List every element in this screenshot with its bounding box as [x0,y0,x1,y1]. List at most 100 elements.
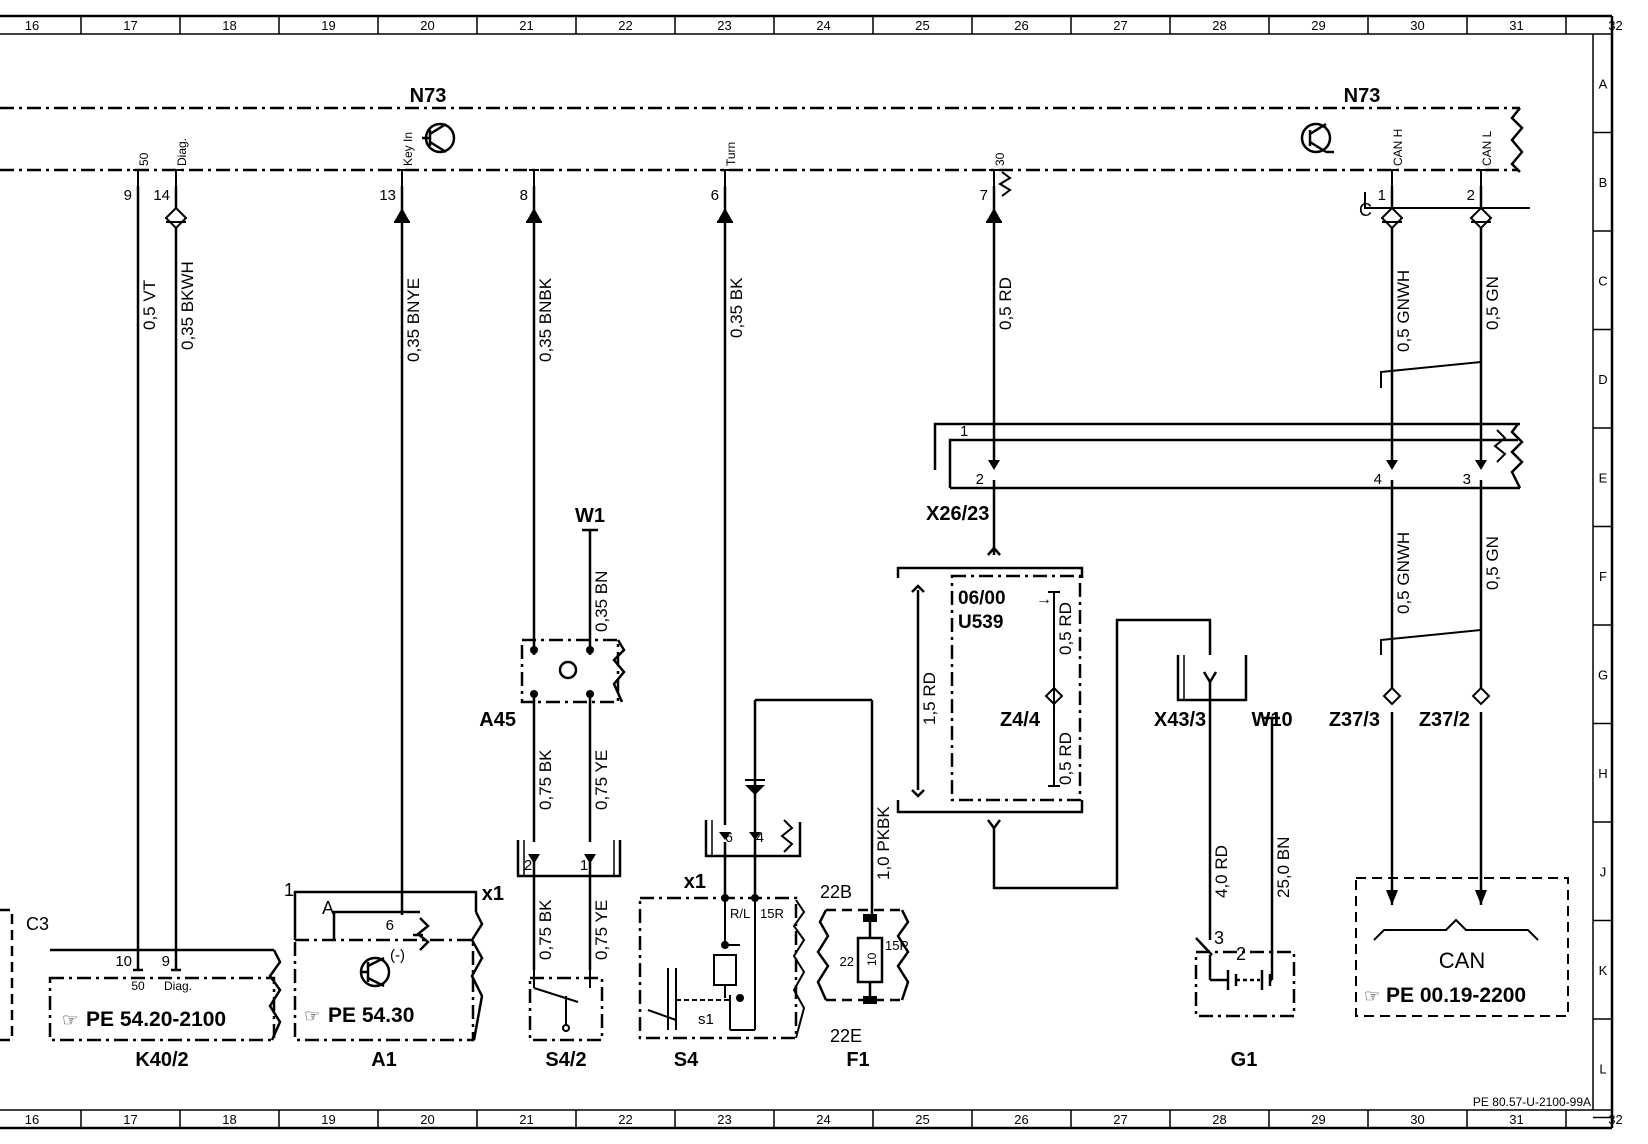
wire-label: 4,0 RD [1212,845,1231,898]
grid-column-label: 30 [1410,1112,1424,1127]
pointer-icon: ☞ [62,1010,78,1030]
pin-name: Turn [724,142,738,166]
can-box-title: CAN [1439,948,1485,973]
grid-column-label: 16 [25,1112,39,1127]
f1-label: F1 [846,1049,869,1071]
wire-label: 0,75 BK [536,899,555,960]
pin-number: 9 [124,187,132,204]
u539-date: 06/00 [958,588,1006,609]
break-symbol-n73 [1510,107,1524,173]
grid-column-label: 22 [618,18,632,33]
wire-label: 1,0 PKBK [874,806,893,880]
grid-column-label: 32 [1608,1112,1622,1127]
f1-left-label: 22 [840,954,854,969]
pointer-icon: ☞ [1364,986,1380,1006]
wire-label: 0,75 YE [592,900,611,960]
grid-column-label: 32 [1608,18,1622,33]
f1-top-label: 22B [820,882,852,902]
a1-minus: (-) [390,947,405,964]
wire-label: 0,75 BK [536,749,555,810]
x1-pin: 2 [524,857,532,874]
grid-row-label: A [1599,76,1608,91]
pointer-icon: ☞ [304,1006,320,1026]
wire-label: 0,35 BKWH [178,261,197,350]
wire-label: 1,5 RD [920,672,939,725]
u539-code: U539 [958,612,1003,633]
x1-pin: 1 [580,857,588,874]
u539-arrow: → [1036,591,1052,608]
grid-column-label: 23 [717,18,731,33]
k40-pin: 9 [162,953,170,970]
f1-right-label: 15R [885,938,909,953]
grid-column-label: 25 [915,1112,929,1127]
grid-column-label: 24 [816,1112,830,1127]
k40-pin: 10 [115,953,132,970]
a1-ref[interactable]: PE 54.30 [328,1004,414,1027]
a1-pin6: 6 [386,917,394,934]
grid-column-label: 16 [25,18,39,33]
can-box-ref[interactable]: PE 00.19-2200 [1386,984,1526,1007]
grid-column-label: 24 [816,18,830,33]
g1-label: G1 [1231,1049,1258,1071]
grid-row-label: L [1599,1061,1606,1076]
grid-column-label: 17 [123,18,137,33]
grid-column-label: 31 [1509,18,1523,33]
grid-row-label: F [1599,569,1607,584]
pin-name: Key In [401,132,415,166]
grid-column-label: 23 [717,1112,731,1127]
wire-label: 0,5 GN [1483,276,1502,330]
w1-label: W1 [575,505,605,527]
x43-label: X43/3 [1154,709,1206,731]
a45-label: A45 [479,709,516,731]
grid-row-label: C [1598,273,1607,288]
g1-pin3: 3 [1214,928,1224,948]
x26-pin: 3 [1463,471,1471,488]
k40-label: K40/2 [135,1049,188,1071]
g1-pin2: 2 [1236,944,1246,964]
grid-column-label: 31 [1509,1112,1523,1127]
f1-fuse-label: 10 [865,952,879,966]
grid-column-label: 30 [1410,18,1424,33]
grid-row-label: K [1599,963,1608,978]
wire-label: 0,35 BNBK [536,277,555,362]
x26-pin: 2 [976,471,984,488]
grid-column-label: 20 [420,18,434,33]
grid-column-label: 21 [519,1112,533,1127]
x1-label: x1 [482,883,504,905]
wire-label: 0,5 GNWH [1394,270,1413,352]
a1-label: A1 [371,1049,397,1071]
grid-column-label: 27 [1113,18,1127,33]
wire-label: 0,35 BNYE [404,278,423,362]
s4-label: S4 [674,1049,699,1071]
w10-label: W10 [1251,709,1292,731]
s4-x1-label: x1 [684,871,706,893]
k40-sub50: 50 [131,979,145,993]
z4-4-label: Z4/4 [1000,709,1041,731]
wire-label: 0,5 GNWH [1394,532,1413,614]
grid-column-label: 21 [519,18,533,33]
grid-column-label: 19 [321,18,335,33]
k40-ref[interactable]: PE 54.20-2100 [86,1008,226,1031]
a1-pinA: A [322,898,334,918]
grid-column-label: 19 [321,1112,335,1127]
grid-row-label: G [1598,667,1608,682]
n73-label-left: N73 [410,85,447,107]
f1-bottom-label: 22E [830,1026,862,1046]
pin-number: 2 [1467,187,1475,204]
grid-column-label: 18 [222,18,236,33]
wire-label: 0,5 RD [1056,732,1075,785]
grid-column-label: 18 [222,1112,236,1127]
grid-column-label: 17 [123,1112,137,1127]
grid-column-label: 20 [420,1112,434,1127]
s4-switch-label: s1 [698,1011,714,1028]
n73-label-right: N73 [1344,85,1381,107]
pin-name: Diag. [175,138,189,166]
grid-column-label: 26 [1014,18,1028,33]
footer-code: PE 80.57-U-2100-99A [1473,1095,1591,1109]
pin-name: 30 [993,152,1007,166]
pin-number: 1 [1378,187,1386,204]
wire-label: 0,5 RD [1056,602,1075,655]
grid-row-label: E [1599,470,1608,485]
